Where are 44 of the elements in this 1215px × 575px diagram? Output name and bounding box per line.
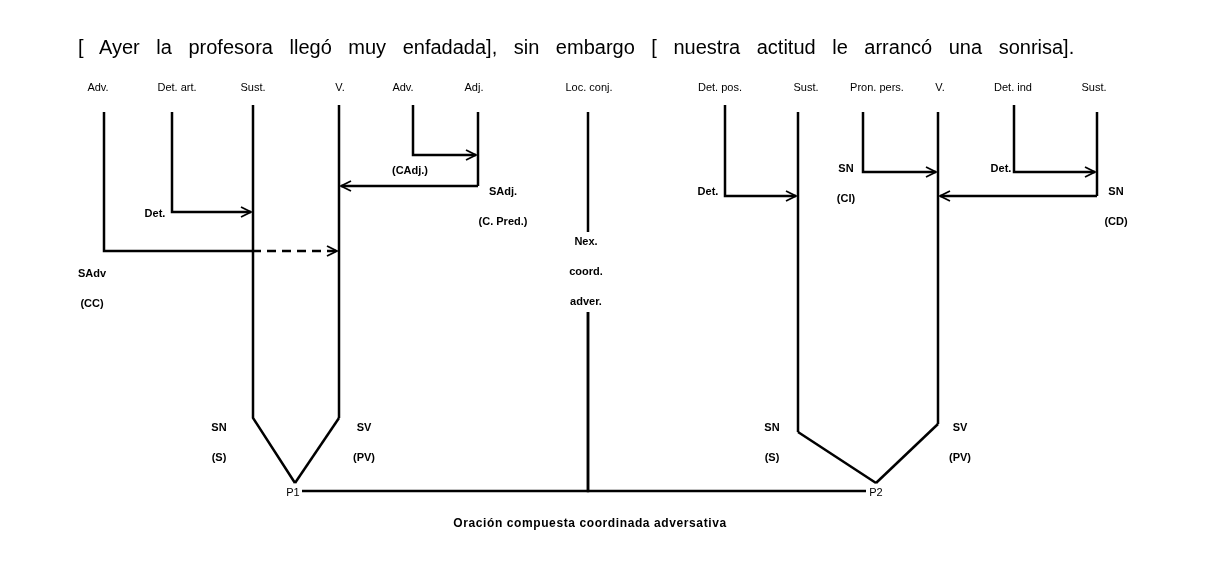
tree-line (586, 312, 866, 493)
word-class-label: Adv. (392, 81, 414, 93)
edge-label: SV (PV) (948, 420, 972, 465)
arrow (102, 112, 338, 257)
word-class-label: Sust. (240, 81, 266, 93)
edge-label: (CAdj.) (390, 163, 429, 178)
arrow (1012, 105, 1096, 178)
edge-label: SAdv (CC) (76, 266, 108, 311)
word-class-label: Adj. (464, 81, 484, 93)
caption: Oración compuesta coordinada adversativa (453, 516, 727, 530)
edge-label: Det. (143, 206, 167, 221)
arrow (411, 105, 477, 161)
word-class-label: Pron. pers. (850, 81, 904, 93)
edge-label: Det. (696, 184, 720, 199)
edge-label: SAdj. (C. Pred.) (477, 184, 529, 229)
word-class-label: Adv. (87, 81, 109, 93)
clause-label: P1 (286, 486, 300, 498)
edge-label: SV (PV) (352, 420, 376, 465)
word-class-label: Sust. (793, 81, 819, 93)
tree-line (586, 112, 590, 232)
word-class-label: Loc. conj. (565, 81, 613, 93)
word-class-label: V. (335, 81, 345, 93)
edge-label: SN (CI) (835, 161, 857, 206)
arrow (723, 105, 797, 202)
edge-label: SN (S) (763, 420, 781, 465)
edge-label: SN (CD) (1103, 184, 1129, 229)
arrow (939, 190, 1097, 202)
edge-label: Det. (989, 161, 1013, 176)
function-label: Nex. coord. adver. (561, 226, 611, 316)
arrow (170, 112, 252, 218)
word-class-label: Sust. (1081, 81, 1107, 93)
word-class-label: V. (935, 81, 945, 93)
word-class-label: Det. art. (157, 81, 197, 93)
arrow (861, 112, 937, 178)
word-class-label: Det. ind (994, 81, 1032, 93)
tree-line (251, 236, 297, 484)
sentence-title: [ Ayer la profesora llegó muy enfadada], sin embargo [ nuestra actitud le arrancó una sonrisa]. (78, 36, 1075, 59)
tree-line (293, 417, 341, 484)
edge-label: SN (S) (210, 420, 228, 465)
tree-line (875, 423, 939, 484)
word-class-label: Det. pos. (698, 81, 742, 93)
tree-line (797, 430, 877, 485)
arrow (340, 180, 478, 192)
clause-label: P2 (869, 486, 883, 498)
